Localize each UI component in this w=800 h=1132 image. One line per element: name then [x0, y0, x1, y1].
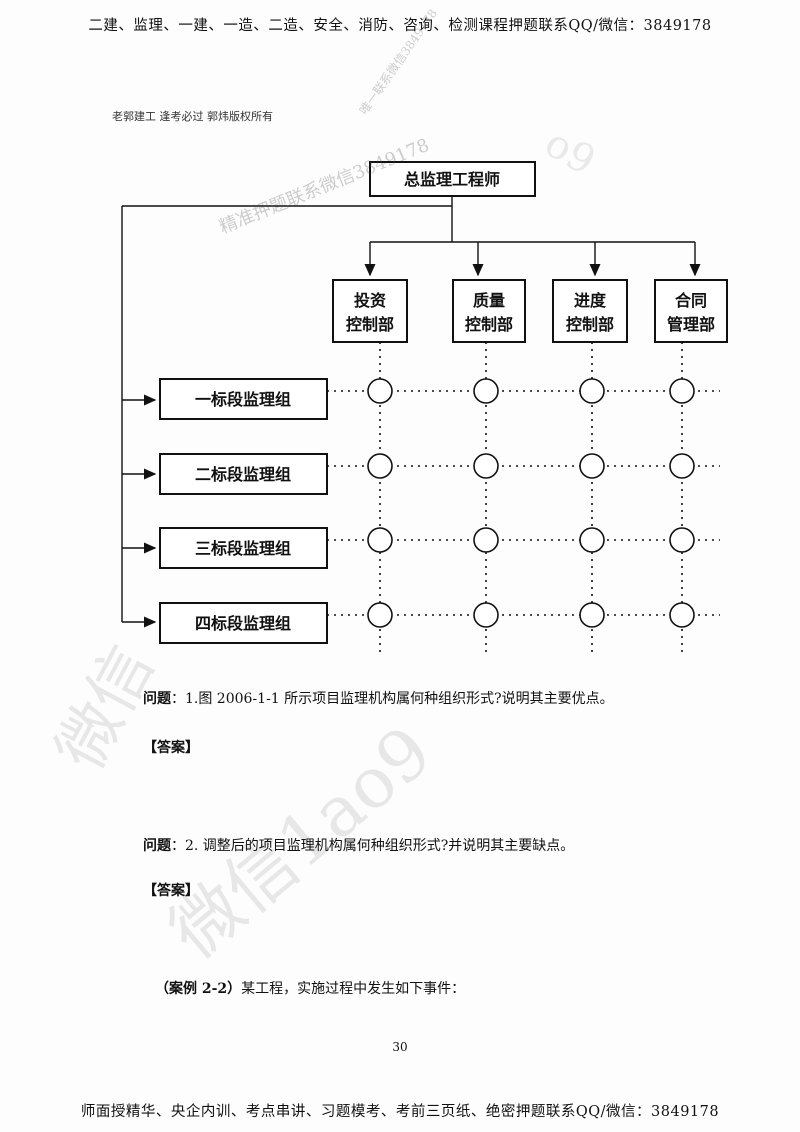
node-circle [669, 453, 695, 479]
node-circle [367, 453, 393, 479]
section-group-label: 一标段监理组 [195, 390, 291, 409]
question-label: 问题 [143, 691, 171, 707]
dept-label-line2: 管理部 [667, 315, 715, 334]
department-box-quality: 质量 控制部 [452, 279, 526, 343]
case-text: 某工程，实施过程中发生如下事件： [241, 981, 466, 997]
chief-engineer-box: 总监理工程师 [369, 161, 536, 197]
node-circle [367, 602, 393, 628]
copyright-credit: 老郭建工 逢考必过 郭炜版权所有 [112, 110, 273, 123]
section-group-box-3: 三标段监理组 [159, 527, 328, 569]
page-header-text: 二建、监理、一建、一造、二造、安全、消防、咨询、检测课程押题联系QQ/微信：38… [88, 18, 712, 34]
section-group-box-4: 四标段监理组 [159, 602, 328, 644]
node-circle [473, 527, 499, 553]
node-circle [579, 378, 605, 404]
node-circle [579, 527, 605, 553]
node-circle [669, 602, 695, 628]
dept-label-line2: 控制部 [566, 315, 614, 334]
node-circle [579, 602, 605, 628]
section-group-label: 二标段监理组 [195, 465, 291, 484]
section-group-label: 四标段监理组 [195, 614, 291, 633]
department-box-schedule: 进度 控制部 [552, 279, 628, 343]
department-box-investment: 投资 控制部 [332, 279, 408, 343]
case-intro: （案例 2-2）某工程，实施过程中发生如下事件： [155, 978, 465, 998]
connector-lines [121, 196, 701, 628]
chief-engineer-label: 总监理工程师 [404, 170, 500, 189]
node-circle [367, 527, 393, 553]
dept-label-line2: 控制部 [465, 315, 513, 334]
question-text: ：2. 调整后的项目监理机构属何种组织形式?并说明其主要缺点。 [171, 838, 575, 854]
page-number: 30 [392, 1040, 408, 1054]
dept-label-line1: 进度 [574, 291, 607, 310]
dept-label-line2: 控制部 [346, 315, 394, 334]
node-circle [367, 378, 393, 404]
answer-2-heading: 【答案】 [143, 883, 199, 899]
node-circle [579, 453, 605, 479]
section-group-box-1: 一标段监理组 [159, 378, 328, 420]
section-group-label: 三标段监理组 [195, 539, 291, 558]
dept-label-line1: 质量 [473, 291, 505, 310]
dept-label-line1: 合同 [675, 291, 707, 310]
node-circle [669, 527, 695, 553]
department-box-contract: 合同 管理部 [654, 279, 728, 343]
case-label: （案例 2-2） [155, 981, 242, 997]
question-label: 问题 [143, 838, 171, 854]
section-group-box-2: 二标段监理组 [159, 453, 328, 495]
question-2: 问题：2. 调整后的项目监理机构属何种组织形式?并说明其主要缺点。 [143, 835, 574, 855]
page-footer-text: 师面授精华、央企内训、考点串讲、习题模考、考前三页纸、绝密押题联系QQ/微信：3… [80, 1104, 720, 1120]
org-chart-diagram: 总监理工程师 投资 控制部 质量 控制部 进度 控制部 合同 管理部 [121, 161, 728, 655]
node-circle [473, 602, 499, 628]
answer-1-heading: 【答案】 [143, 740, 199, 756]
node-circle [473, 453, 499, 479]
question-text: ：1.图 2006-1-1 所示项目监理机构属何种组织形式?说明其主要优点。 [171, 691, 614, 707]
question-1: 问题：1.图 2006-1-1 所示项目监理机构属何种组织形式?说明其主要优点。 [143, 688, 614, 708]
matrix-intersection-nodes [367, 378, 695, 628]
node-circle [473, 378, 499, 404]
node-circle [669, 378, 695, 404]
dept-label-line1: 投资 [354, 291, 386, 310]
